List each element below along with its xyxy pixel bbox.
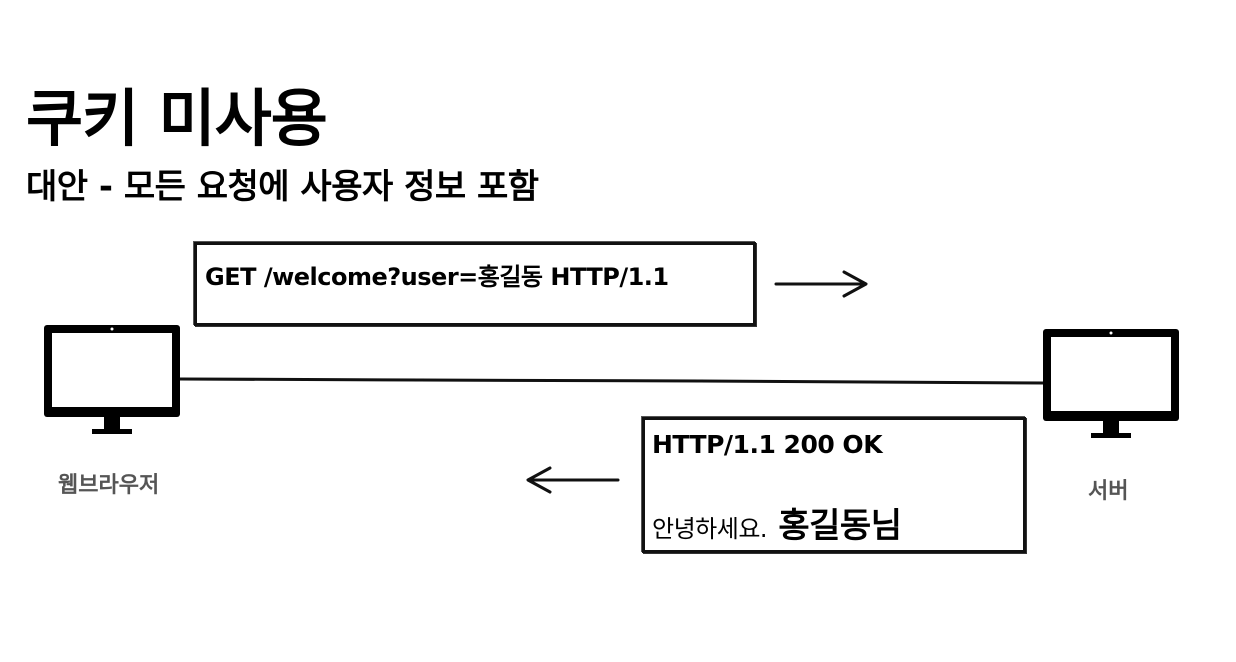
page-title: 쿠키 미사용 (26, 82, 328, 155)
connection-line (178, 377, 1046, 385)
client-monitor-icon (44, 325, 180, 434)
response-arrow-left-icon (526, 466, 620, 494)
request-line: GET /welcome?user=홍길동 HTTP/1.1 (205, 263, 669, 291)
response-user-name: 홍길동님 (767, 506, 902, 546)
server-label: 서버 (1088, 479, 1129, 504)
request-message-box: GET /welcome?user=홍길동 HTTP/1.1 (194, 242, 756, 326)
request-arrow-right-icon (774, 270, 868, 298)
response-body: 안녕하세요. 홍길동님 (652, 498, 902, 547)
response-message-box: HTTP/1.1 200 OK 안녕하세요. 홍길동님 (642, 417, 1026, 553)
client-label: 웹브라우저 (58, 473, 160, 498)
response-greeting: 안녕하세요. (652, 515, 768, 543)
response-status-line: HTTP/1.1 200 OK (652, 430, 883, 459)
server-monitor-icon (1043, 329, 1179, 438)
page-subtitle: 대안 - 모든 요청에 사용자 정보 포함 (26, 167, 539, 207)
